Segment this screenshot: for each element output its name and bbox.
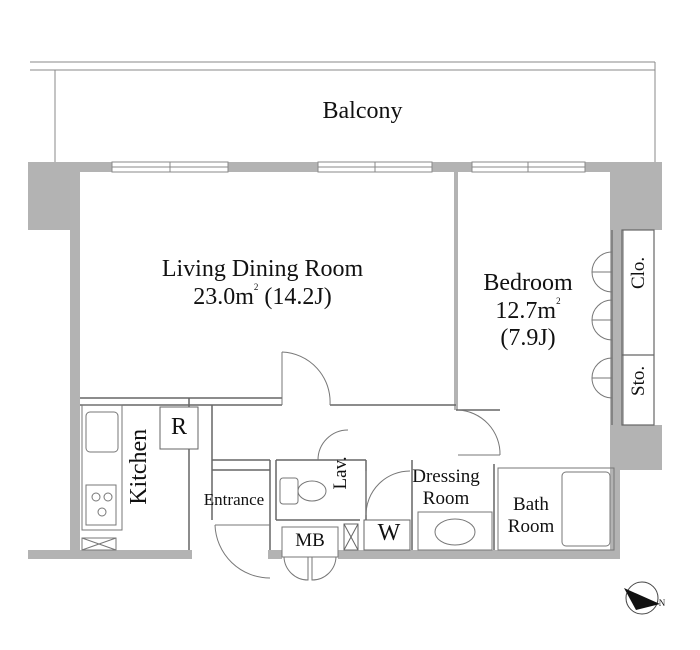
closet-storage-walls [611, 229, 655, 426]
ldk-area-line: 23.0m2 (14.2J) [110, 281, 415, 312]
ldk-name: Living Dining Room [161, 256, 364, 282]
closet-label: Clo. [628, 256, 650, 290]
bedroom-door [457, 409, 501, 456]
bath-label-line1: Bath [513, 494, 549, 515]
ldk-jo: (14.2J) [264, 283, 332, 310]
bedroom-label: Bedroom 12.7m2 (7.9J) [458, 270, 598, 353]
storage-label: Sto. [628, 365, 650, 396]
closet-doors [591, 251, 613, 399]
entrance-door [214, 524, 271, 579]
bedroom-name: Bedroom [483, 270, 573, 296]
ldk-area-sup: 2 [253, 281, 259, 292]
washer-label: W [377, 520, 401, 546]
ldk-label: Living Dining Room 23.0m2 (14.2J) [110, 256, 415, 311]
kitchen-label: Kitchen [126, 428, 153, 505]
dressing-label-line1: Dressing [412, 466, 480, 487]
fridge-label: R [170, 414, 187, 440]
bathtub-icon [497, 467, 615, 551]
fridge-box [159, 406, 199, 450]
meter-box-label: MB [295, 530, 325, 551]
balcony-outline [30, 61, 656, 162]
north-arrow-icon [624, 581, 660, 615]
bedroom-area-line: 12.7m2 [458, 295, 598, 326]
ldk-door [281, 351, 331, 406]
washbasin-icon [417, 511, 493, 551]
bedroom-area-sup: 2 [556, 295, 561, 306]
bedroom-area: 12.7m [495, 297, 557, 324]
ldk-area: 23.0m [193, 283, 254, 310]
partitions [80, 397, 500, 550]
bath-label-line2: Room [507, 515, 555, 537]
toilet-icon [279, 477, 327, 505]
dressing-label-line2: Room [422, 487, 470, 509]
bedroom-jo: (7.9J) [500, 325, 556, 352]
washer-space [343, 519, 411, 551]
lavatory-label: Lav. [330, 456, 352, 490]
bath-label: Bath Room [492, 494, 570, 538]
windows [111, 161, 586, 173]
lav-door [317, 429, 349, 461]
entrance-label: Entrance [203, 490, 265, 509]
balcony-label: Balcony [322, 98, 403, 124]
outer-walls [28, 162, 662, 559]
mb-doors [281, 526, 339, 581]
dressing-label: Dressing Room [394, 466, 498, 510]
compass-label: N [658, 598, 666, 608]
kitchen-counter [81, 404, 123, 551]
dressing-door [365, 470, 411, 516]
